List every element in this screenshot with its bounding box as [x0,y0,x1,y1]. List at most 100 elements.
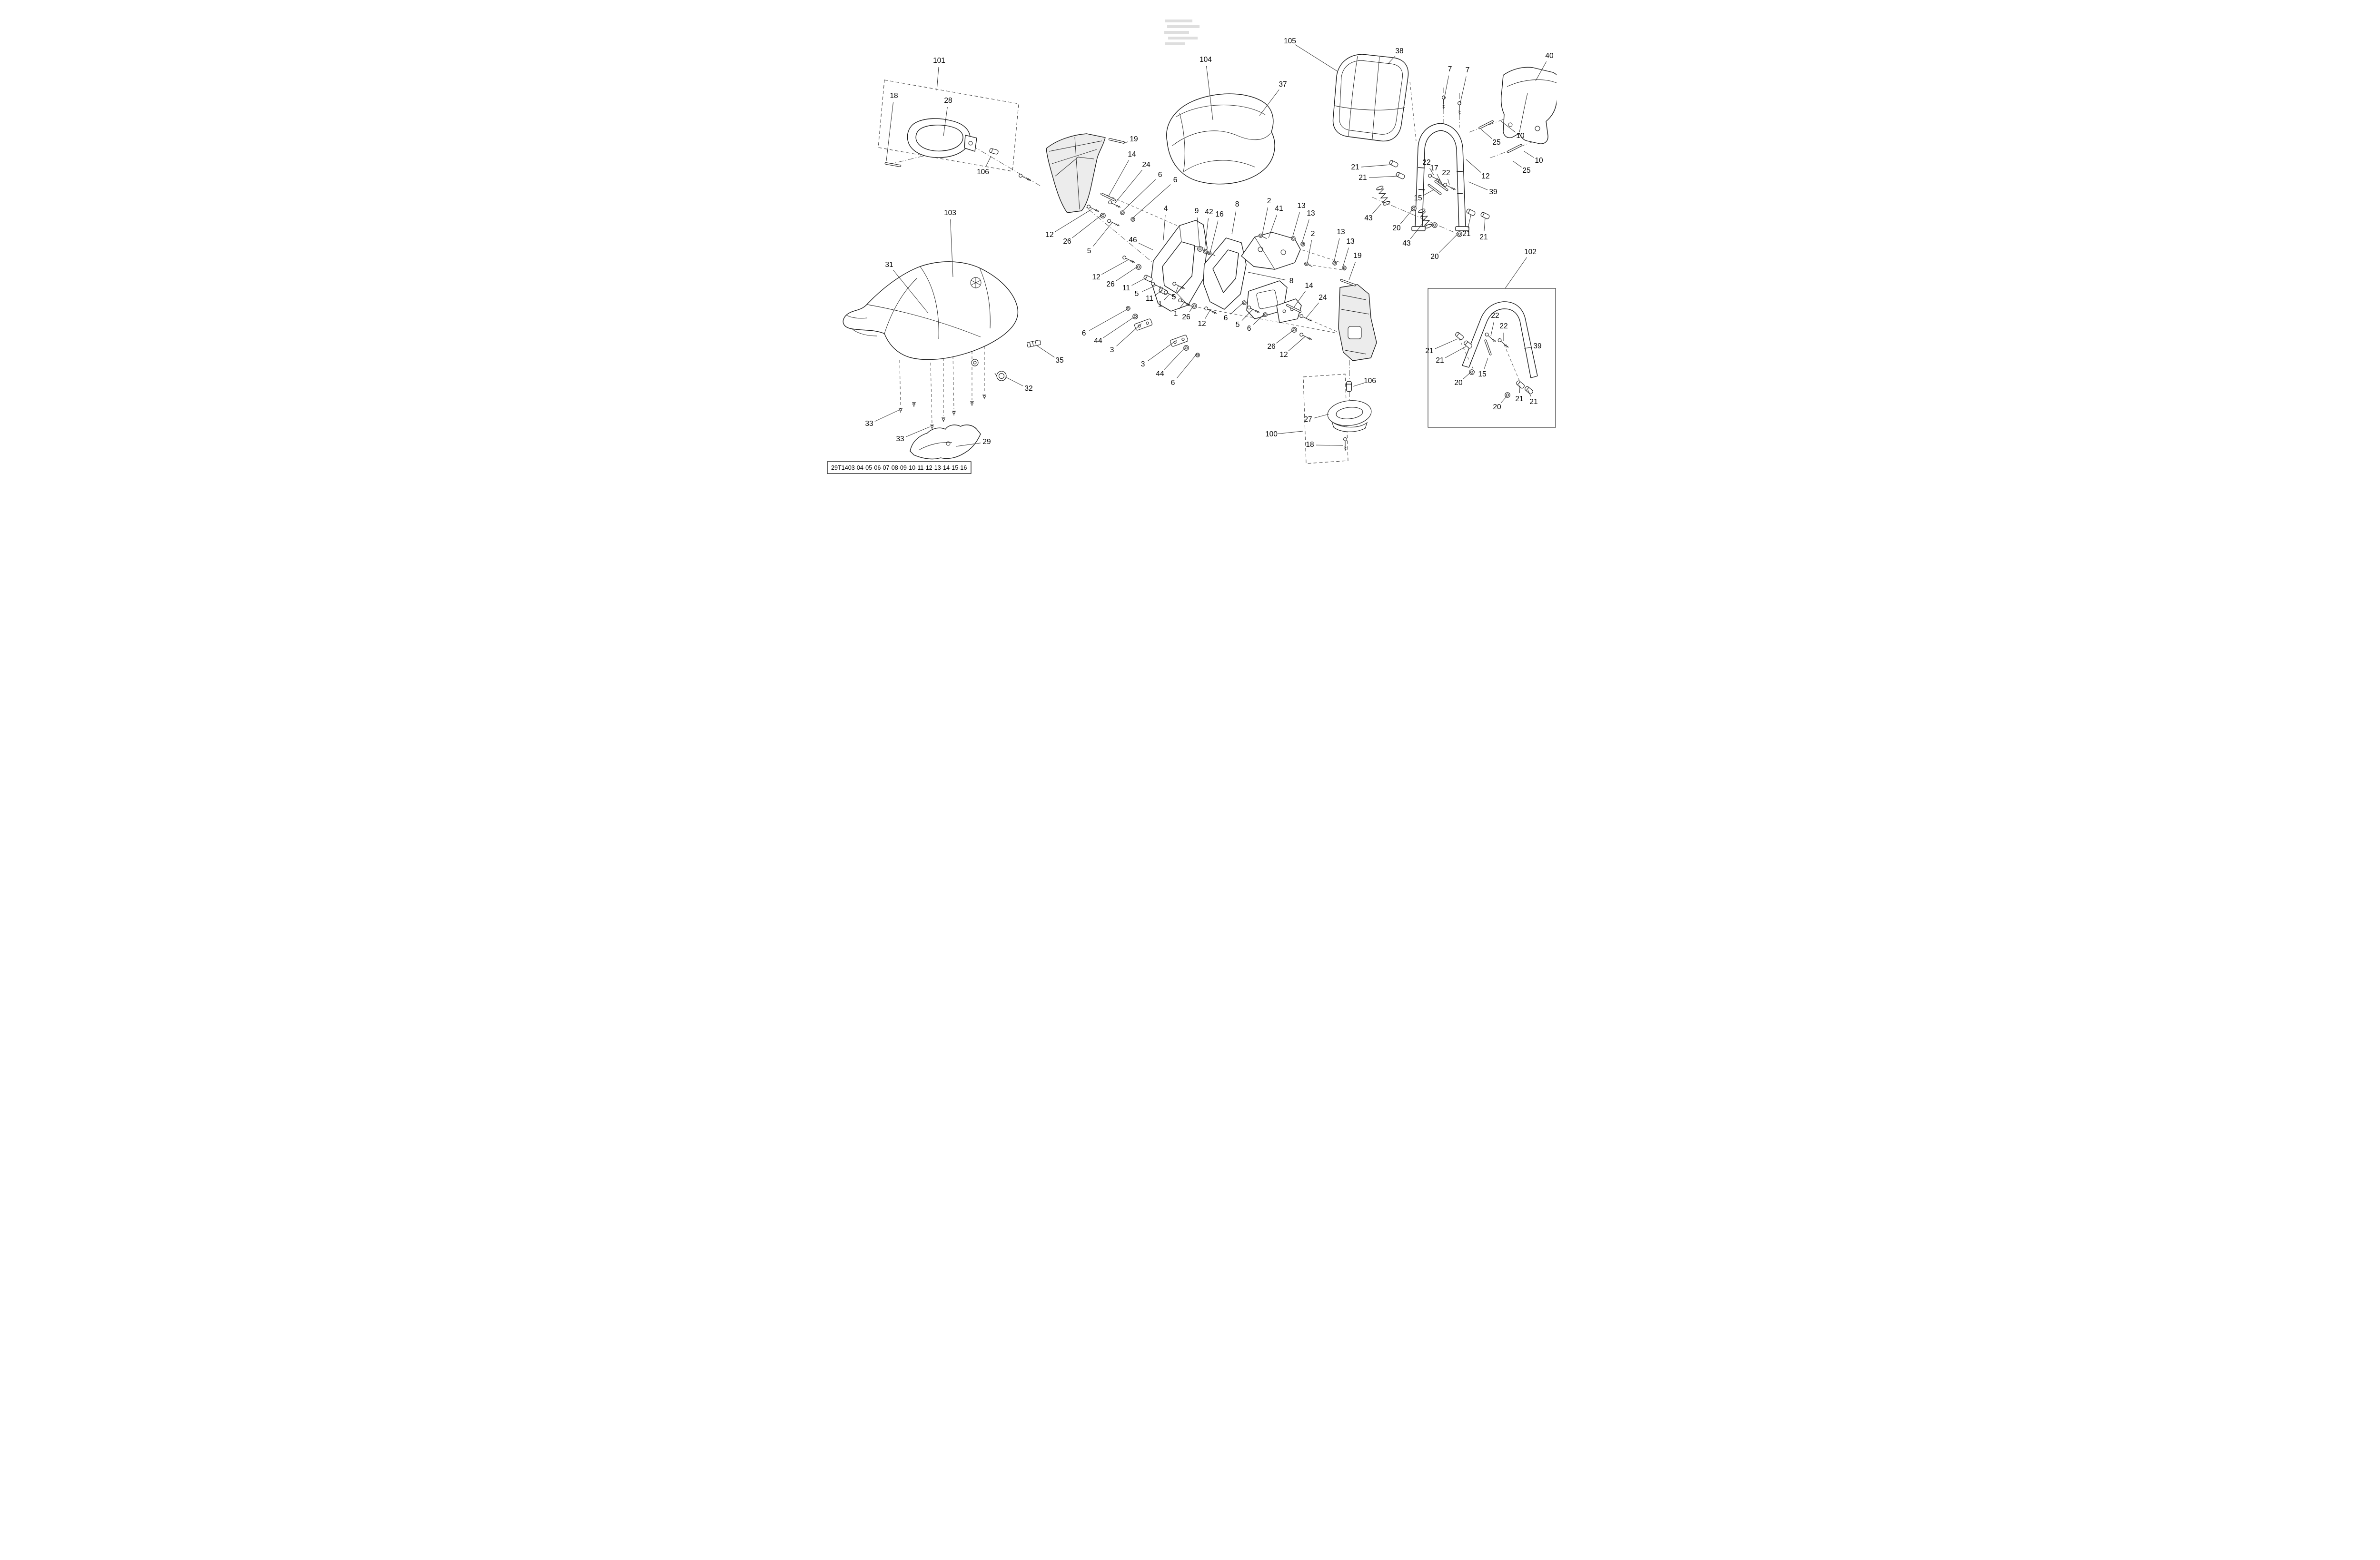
leader-line-38 [1388,56,1396,64]
part-label-33: 33 [896,435,904,443]
seat-bracket-frame-46 [1150,220,1208,312]
part-label-102: 102 [1524,248,1537,256]
leader-line-39 [1524,347,1532,349]
part-label-4: 4 [1164,205,1168,213]
seat-cover-104 [1166,93,1275,185]
screw-18-bottom [1343,437,1347,451]
part-label-21: 21 [1462,230,1470,238]
leader-line-22 [1490,322,1494,336]
leader-line-22 [1429,168,1434,176]
leader-line-10 [1501,121,1516,133]
leader-line-100 [1277,431,1303,434]
leader-line-24 [1306,302,1319,318]
side-panel-right [1338,284,1377,361]
part-label-18: 18 [1306,441,1314,449]
part-label-43: 43 [1402,239,1410,247]
part-label-20: 20 [1454,379,1463,387]
screw-24-b [1299,314,1313,323]
leader-line-44 [1103,316,1135,338]
leader-line-21 [1519,385,1520,394]
leader-line-24 [1115,169,1143,203]
leader-line-106 [985,156,992,167]
spacer-106-top [989,148,999,155]
leader-line-13 [1343,247,1349,266]
leader-line-21 [1484,217,1486,232]
part-label-10: 10 [1535,157,1543,165]
seat-bracket-frame-rear [1203,237,1247,310]
part-label-5: 5 [1087,247,1091,255]
part-label-44: 44 [1156,370,1164,378]
part-label-39: 39 [1533,342,1541,350]
leader-line-16 [1210,220,1219,252]
washer-26-d [1291,327,1297,333]
callout-box-101 [878,79,1019,172]
part-label-1: 1 [1174,310,1178,318]
leader-line-33 [874,410,899,422]
leader-line-104 [1206,66,1213,120]
leader-line-12 [1288,336,1306,351]
leader-line-21 [1435,338,1458,349]
screw-22-b [1443,182,1457,192]
part-label-6: 6 [1082,329,1086,337]
part-label-6: 6 [1173,176,1178,184]
backrest-105 [1332,54,1409,142]
bolt-2-b [1303,261,1314,269]
leader-line-105 [1295,44,1338,72]
part-label-6: 6 [1224,314,1228,322]
leader-line-20 [1438,234,1458,253]
part-label-21: 21 [1479,233,1488,241]
part-label-13: 13 [1297,202,1305,210]
part-label-104: 104 [1200,56,1212,64]
part-label-17: 17 [1430,164,1438,172]
nut-13-b [1300,242,1305,247]
rod-14-a [1100,192,1116,202]
leader-line-6 [1230,302,1244,315]
leader-line-41 [1268,215,1278,238]
leader-line-12 [1101,259,1129,275]
leader-line-20 [1463,372,1471,379]
part-label-10: 10 [1516,132,1525,140]
part-label-16: 16 [1215,210,1223,218]
leader-line-6 [1122,179,1156,211]
spacer-44-a [1132,314,1138,319]
leader-line-2 [1307,240,1312,262]
leader-line-14 [1109,160,1129,196]
screw-24-a [1108,200,1121,209]
part-label-14: 14 [1305,282,1313,290]
leader-line-1 [1164,294,1170,300]
leader-line-11 [1131,277,1147,286]
leader-line-19 [1349,262,1356,280]
part-code-box: 29T1403-04-05-06-07-08-09-10-11-12-13-14… [827,461,972,474]
leader-line-7 [1444,75,1449,99]
leader-line-21 [1368,176,1398,178]
grab-handle-28 [907,118,977,158]
part-label-13: 13 [1337,228,1345,236]
leader-line-6 [1089,309,1128,331]
push-pin-33-f [970,401,974,406]
part-label-20: 20 [1493,403,1501,411]
part-label-22: 22 [1442,169,1450,177]
leader-line-21 [1527,390,1531,397]
part-label-7: 7 [1466,66,1470,74]
leader-line-6 [1253,314,1265,325]
part-label-11: 11 [1122,284,1130,292]
part-label-106: 106 [977,168,989,176]
leader-line-9 [1197,217,1200,247]
part-label-105: 105 [1284,37,1296,45]
rod-19-bottom [1339,278,1357,287]
part-label-15: 15 [1414,194,1422,202]
screw-7-a [1442,96,1446,109]
screw-12-a [1086,204,1100,214]
bolt-21-box-b [1463,340,1473,349]
leader-line-31 [892,269,929,314]
part-label-43: 43 [1364,214,1372,222]
part-label-13: 13 [1307,209,1315,217]
leader-line-29 [955,443,981,447]
leader-line-26 [1189,305,1194,313]
part-label-14: 14 [1128,150,1136,158]
leader-line-37 [1259,89,1279,116]
watermark [1164,20,1200,45]
part-label-29: 29 [982,438,991,446]
pin-18-top [884,162,902,168]
leader-line-5 [1092,222,1113,247]
